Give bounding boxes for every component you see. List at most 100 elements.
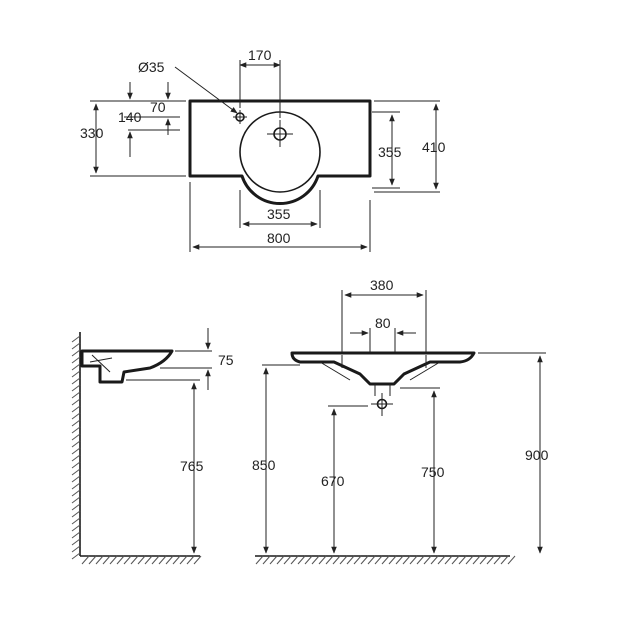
hatch-mark bbox=[353, 555, 362, 565]
hatch-mark bbox=[318, 555, 327, 565]
hatch-mark bbox=[179, 555, 188, 565]
hatch-mark bbox=[339, 555, 348, 565]
hatch-mark bbox=[102, 555, 111, 565]
hatch-mark bbox=[297, 555, 306, 565]
dim-bracket-spacing: 380 bbox=[370, 277, 394, 293]
dim-waste-height: 670 bbox=[321, 473, 345, 489]
hatch-mark bbox=[71, 412, 81, 420]
hatch-mark bbox=[276, 555, 285, 565]
hatch-mark bbox=[465, 555, 474, 565]
hatch-mark bbox=[165, 555, 174, 565]
hatch-mark bbox=[88, 555, 97, 565]
hatch-mark bbox=[71, 461, 81, 469]
dim-outlet-height: 750 bbox=[421, 464, 445, 480]
hatch-mark bbox=[472, 555, 481, 565]
hatch-mark bbox=[360, 555, 369, 565]
dim-rim-height: 75 bbox=[218, 352, 234, 368]
hatch-mark bbox=[395, 555, 404, 565]
hatch-mark bbox=[158, 555, 167, 565]
dim-tap-inner: 70 bbox=[150, 99, 166, 115]
hatch-mark bbox=[423, 555, 432, 565]
hatch-mark bbox=[374, 555, 383, 565]
dim-overall-depth: 330 bbox=[80, 125, 104, 141]
hatch-mark bbox=[283, 555, 292, 565]
hatch-mark bbox=[255, 555, 264, 565]
hatch-mark bbox=[437, 555, 446, 565]
dim-tap-diameter: Ø35 bbox=[138, 59, 165, 75]
hatch-mark bbox=[451, 555, 460, 565]
hatch-mark bbox=[71, 538, 81, 546]
top-view: Ø35 170 330 140 70 355 410 355 bbox=[80, 47, 446, 252]
hatch-mark bbox=[71, 545, 81, 553]
hatch-mark bbox=[116, 555, 125, 565]
hatch-mark bbox=[71, 335, 81, 343]
hatch-mark bbox=[430, 555, 439, 565]
hatch-mark bbox=[71, 496, 81, 504]
hatch-mark bbox=[479, 555, 488, 565]
basin-top-outline bbox=[188, 99, 372, 206]
hatch-mark bbox=[71, 349, 81, 357]
hatch-mark bbox=[409, 555, 418, 565]
dim-tap-from-back: 140 bbox=[118, 109, 142, 125]
hatch-mark bbox=[71, 475, 81, 483]
side-floor-hatch bbox=[81, 555, 202, 565]
dim-overall-width: 800 bbox=[267, 230, 291, 246]
hatch-mark bbox=[500, 555, 509, 565]
hatch-mark bbox=[381, 555, 390, 565]
hatch-mark bbox=[81, 555, 90, 565]
hatch-mark bbox=[71, 391, 81, 399]
hatch-mark bbox=[262, 555, 271, 565]
hatch-mark bbox=[144, 555, 153, 565]
hatch-mark bbox=[172, 555, 181, 565]
hatch-mark bbox=[71, 552, 81, 560]
hatch-mark bbox=[71, 426, 81, 434]
hatch-mark bbox=[71, 447, 81, 455]
hatch-mark bbox=[388, 555, 397, 565]
wall-hatch bbox=[71, 335, 81, 560]
hatch-mark bbox=[137, 555, 146, 565]
hatch-mark bbox=[71, 503, 81, 511]
hatch-mark bbox=[71, 356, 81, 364]
hatch-mark bbox=[402, 555, 411, 565]
hatch-mark bbox=[71, 363, 81, 371]
hatch-mark bbox=[95, 555, 104, 565]
dim-bowl-depth: 355 bbox=[378, 144, 402, 160]
front-view: 380 80 850 670 750 900 bbox=[252, 277, 549, 565]
dim-top-height: 900 bbox=[525, 447, 549, 463]
hatch-mark bbox=[325, 555, 334, 565]
hatch-mark bbox=[71, 377, 81, 385]
hatch-mark bbox=[186, 555, 195, 565]
hatch-mark bbox=[71, 370, 81, 378]
dim-total-depth: 410 bbox=[422, 139, 446, 155]
hatch-mark bbox=[130, 555, 139, 565]
hatch-mark bbox=[493, 555, 502, 565]
hatch-mark bbox=[71, 398, 81, 406]
hatch-mark bbox=[71, 531, 81, 539]
hatch-mark bbox=[444, 555, 453, 565]
hatch-mark bbox=[290, 555, 299, 565]
hatch-mark bbox=[71, 440, 81, 448]
hatch-mark bbox=[71, 454, 81, 462]
hatch-mark bbox=[486, 555, 495, 565]
hatch-mark bbox=[71, 517, 81, 525]
hatch-mark bbox=[71, 433, 81, 441]
dim-tap-offset: 170 bbox=[248, 47, 272, 63]
hatch-mark bbox=[304, 555, 313, 565]
hatch-mark bbox=[71, 482, 81, 490]
hatch-mark bbox=[71, 342, 81, 350]
hatch-mark bbox=[151, 555, 160, 565]
hatch-mark bbox=[332, 555, 341, 565]
hatch-mark bbox=[123, 555, 132, 565]
hatch-mark bbox=[109, 555, 118, 565]
dim-waste-width: 80 bbox=[375, 315, 391, 331]
hatch-mark bbox=[311, 555, 320, 565]
side-view: 75 765 bbox=[71, 328, 234, 565]
hatch-mark bbox=[71, 384, 81, 392]
hatch-mark bbox=[367, 555, 376, 565]
hatch-mark bbox=[346, 555, 355, 565]
hatch-mark bbox=[71, 405, 81, 413]
basin-side-profile bbox=[80, 349, 174, 384]
hatch-mark bbox=[71, 489, 81, 497]
hatch-mark bbox=[269, 555, 278, 565]
